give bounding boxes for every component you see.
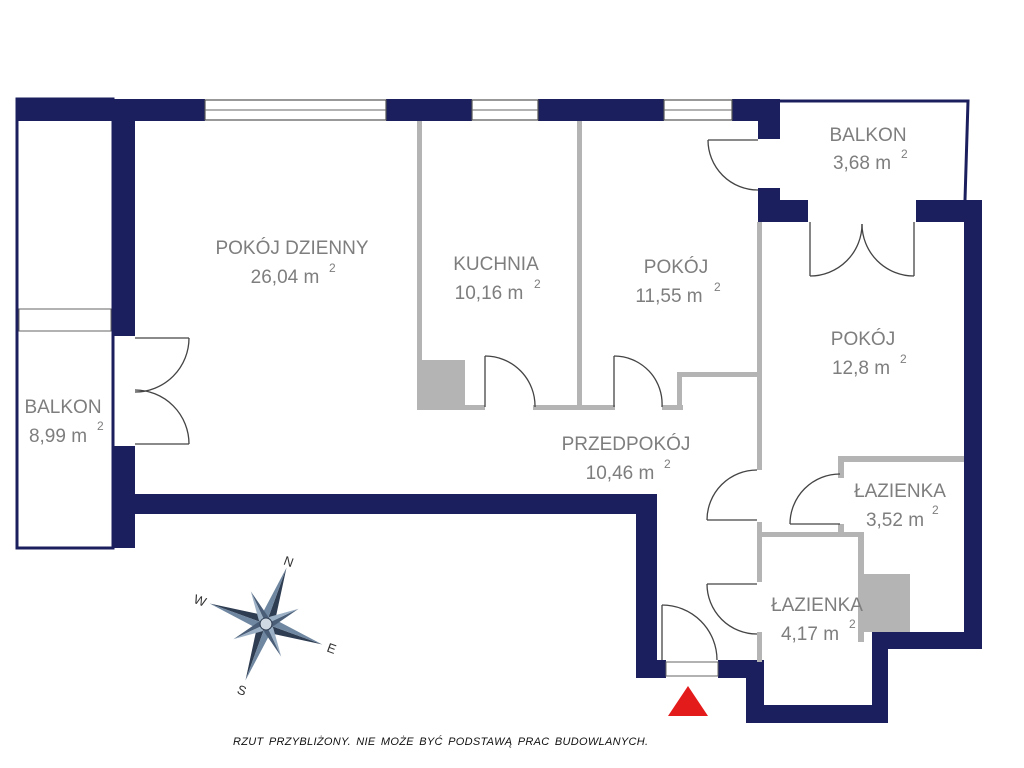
windows bbox=[204, 99, 733, 121]
room-area: 26,04 m bbox=[251, 267, 320, 288]
room-area: 4,17 m bbox=[781, 624, 839, 645]
compass-label-w: W bbox=[192, 591, 209, 610]
room-name: POKÓJ DZIENNY bbox=[215, 237, 368, 259]
room-pokoj-dzienny: POKÓJ DZIENNY 26,04 m 2 bbox=[215, 237, 368, 288]
room-area: 10,46 m bbox=[586, 463, 655, 484]
compass-label-e: E bbox=[325, 640, 339, 657]
entrance-marker bbox=[668, 686, 708, 716]
exterior-walls bbox=[17, 99, 982, 723]
room-balkon-ne: BALKON 3,68 m 2 bbox=[829, 125, 908, 174]
room-name: KUCHNIA bbox=[453, 254, 539, 275]
room-name: ŁAZIENKA bbox=[771, 595, 863, 616]
room-area: 3,52 m bbox=[866, 510, 924, 531]
room-name: PRZEDPOKÓJ bbox=[562, 433, 691, 455]
compass-label-s: S bbox=[235, 682, 249, 699]
room-area-unit-exponent: 2 bbox=[932, 503, 939, 517]
room-balkon-w: BALKON 8,99 m 2 bbox=[24, 397, 104, 447]
room-area-unit-exponent: 2 bbox=[97, 419, 104, 433]
room-name: ŁAZIENKA bbox=[854, 481, 946, 502]
room-name: POKÓJ bbox=[644, 256, 708, 278]
room-lazienka-2: ŁAZIENKA 4,17 m 2 bbox=[771, 595, 863, 645]
room-area-unit-exponent: 2 bbox=[714, 280, 721, 294]
room-area-unit-exponent: 2 bbox=[849, 617, 856, 631]
room-lazienka-1: ŁAZIENKA 3,52 m 2 bbox=[854, 481, 946, 531]
room-area-unit-exponent: 2 bbox=[900, 352, 907, 366]
room-area: 8,99 m bbox=[29, 426, 87, 447]
room-pokoj-1: POKÓJ 11,55 m 2 bbox=[635, 256, 721, 307]
balcony-ne-outline bbox=[778, 99, 970, 201]
doors bbox=[134, 139, 915, 677]
room-name: POKÓJ bbox=[831, 328, 895, 350]
interior-walls bbox=[417, 121, 964, 662]
room-area-unit-exponent: 2 bbox=[664, 457, 671, 471]
room-area: 3,68 m bbox=[833, 153, 891, 174]
room-area-unit-exponent: 2 bbox=[329, 261, 336, 275]
room-area-unit-exponent: 2 bbox=[534, 277, 541, 291]
room-area: 10,16 m bbox=[455, 283, 524, 304]
room-area: 12,8 m bbox=[832, 358, 890, 379]
room-area: 11,55 m bbox=[635, 286, 702, 307]
room-area-unit-exponent: 2 bbox=[901, 147, 908, 161]
room-pokoj-2: POKÓJ 12,8 m 2 bbox=[831, 328, 907, 379]
room-kuchnia: KUCHNIA 10,16 m 2 bbox=[453, 254, 541, 304]
room-name: BALKON bbox=[24, 397, 101, 418]
balcony-west-outline bbox=[15, 97, 115, 550]
compass-star-icon bbox=[209, 567, 323, 681]
compass-label-n: N bbox=[282, 553, 296, 570]
room-name: BALKON bbox=[829, 125, 906, 146]
room-przedpokoj: PRZEDPOKÓJ 10,46 m 2 bbox=[562, 433, 691, 484]
compass-rose: N E S W bbox=[192, 553, 339, 699]
disclaimer-note: RZUT PRZYBLIŻONY. NIE MOŻE BYĆ PODSTAWĄ … bbox=[233, 736, 649, 748]
